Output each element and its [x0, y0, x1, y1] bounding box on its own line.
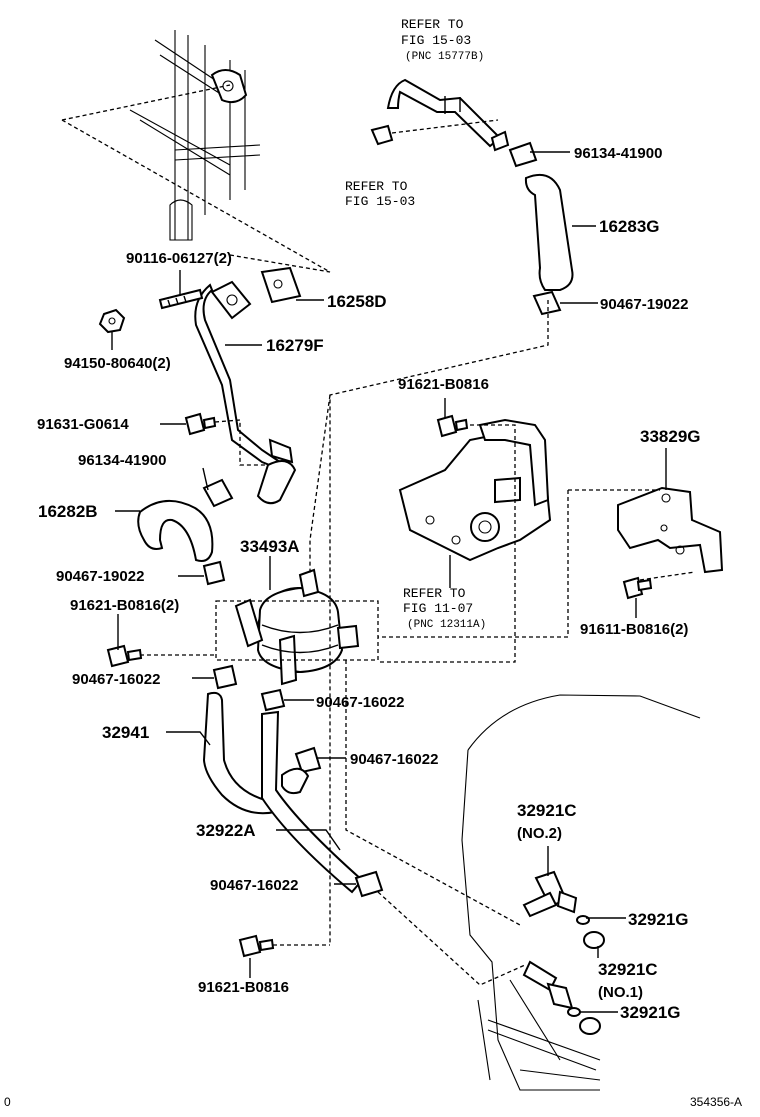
label-16279F: 16279F	[266, 336, 324, 355]
clamp-90467-19022-right	[532, 290, 562, 316]
label-96134-41900-top: 96134-41900	[574, 145, 662, 162]
clamp-90467-16022-c	[294, 746, 322, 774]
label-91621-B0816-bottom: 91621-B0816	[198, 979, 289, 996]
label-32921C-no2-sub: (NO.2)	[517, 825, 562, 842]
mounting-plane-outline	[61, 84, 331, 273]
label-16282B: 16282B	[38, 502, 98, 521]
label-96134-41900-left: 96134-41900	[78, 452, 166, 469]
pipe-16279F	[194, 280, 297, 505]
fitting-32921C-no1	[522, 960, 574, 1010]
hose-16283G	[524, 174, 574, 291]
footer-illustration-id: 354356-A	[690, 1095, 742, 1109]
bracket-33829G	[617, 486, 724, 574]
gasket-32921G-bottom	[567, 1007, 601, 1035]
label-90467-16022-d: 90467-16022	[210, 877, 298, 894]
label-32921C-no1: 32921C	[598, 960, 658, 979]
label-refer-top-2: FIG 15-03	[401, 33, 471, 48]
label-94150-80640: 94150-80640(2)	[64, 355, 171, 372]
label-90467-16022-a: 90467-16022	[72, 671, 160, 688]
hose-16282B	[137, 500, 214, 562]
label-90467-19022-right: 90467-19022	[600, 296, 688, 313]
bolt-91611-B0816	[622, 576, 653, 600]
bolt-91621-B0816-bottom	[238, 934, 275, 958]
clamp-90467-16022-b	[260, 688, 286, 712]
label-91621-B0816-pair: 91621-B0816(2)	[70, 597, 179, 614]
clamp-90467-16022-d	[354, 870, 384, 898]
label-refer-top-3: (PNC 15777B)	[405, 51, 484, 63]
label-90467-19022-left: 90467-19022	[56, 568, 144, 585]
label-32921C-no2: 32921C	[517, 801, 577, 820]
label-91611-B0816: 91611-B0816(2)	[580, 621, 688, 638]
nut-94150-80640	[98, 308, 126, 334]
vacuum-tank-33493A	[234, 568, 360, 686]
bracket-refer-fig-11-07	[398, 414, 552, 562]
label-32941: 32941	[102, 723, 149, 742]
label-refer-mid-1: REFER TO	[345, 179, 408, 194]
label-90467-16022-b: 90467-16022	[316, 694, 404, 711]
label-32921G-top: 32921G	[628, 910, 689, 929]
label-91621-B0816-top: 91621-B0816	[398, 376, 489, 393]
clamp-96134-41900-top	[508, 141, 538, 168]
label-91631-G0614: 91631-G0614	[37, 416, 129, 433]
label-32921G-bottom: 32921G	[620, 1003, 681, 1022]
gasket-16258D	[260, 266, 302, 304]
label-32921C-no1-sub: (NO.1)	[598, 984, 643, 1001]
footer-left-code: 0	[4, 1095, 11, 1109]
label-33493A: 33493A	[240, 537, 300, 556]
hose-32922A	[261, 710, 364, 894]
label-90116-06127: 90116-06127(2)	[126, 250, 232, 267]
label-16283G: 16283G	[599, 217, 660, 236]
radiator-frame-sketch	[129, 30, 261, 241]
bolt-refer-fig-15-03	[370, 124, 394, 146]
label-32922A: 32922A	[196, 821, 256, 840]
bolt-91631-G0614	[184, 412, 217, 436]
clamp-90467-19022-left	[202, 560, 226, 586]
stud-90116-06127	[158, 288, 204, 310]
fitting-32921C-no2	[522, 870, 578, 918]
gasket-32921G-top	[576, 915, 605, 949]
clamp-90467-16022-a	[212, 664, 238, 690]
label-refer-mid-2: FIG 15-03	[345, 194, 415, 209]
label-16258D: 16258D	[327, 292, 387, 311]
leader-lines	[111, 151, 667, 1013]
part-labels: REFER TO FIG 15-03 (PNC 15777B) 96134-41…	[37, 17, 701, 1022]
label-90467-16022-c: 90467-16022	[350, 751, 438, 768]
label-refer-low-2: FIG 11-07	[403, 601, 473, 616]
bolt-91621-B0816-pair	[106, 644, 143, 668]
label-refer-top-1: REFER TO	[401, 17, 464, 32]
label-refer-low-1: REFER TO	[403, 586, 466, 601]
clamp-96134-41900-left	[202, 478, 234, 508]
label-33829G: 33829G	[640, 427, 701, 446]
label-refer-low-3: (PNC 12311A)	[407, 619, 486, 631]
upper-pipe-assembly	[370, 78, 574, 316]
transmission-case-sketch	[461, 694, 701, 1091]
